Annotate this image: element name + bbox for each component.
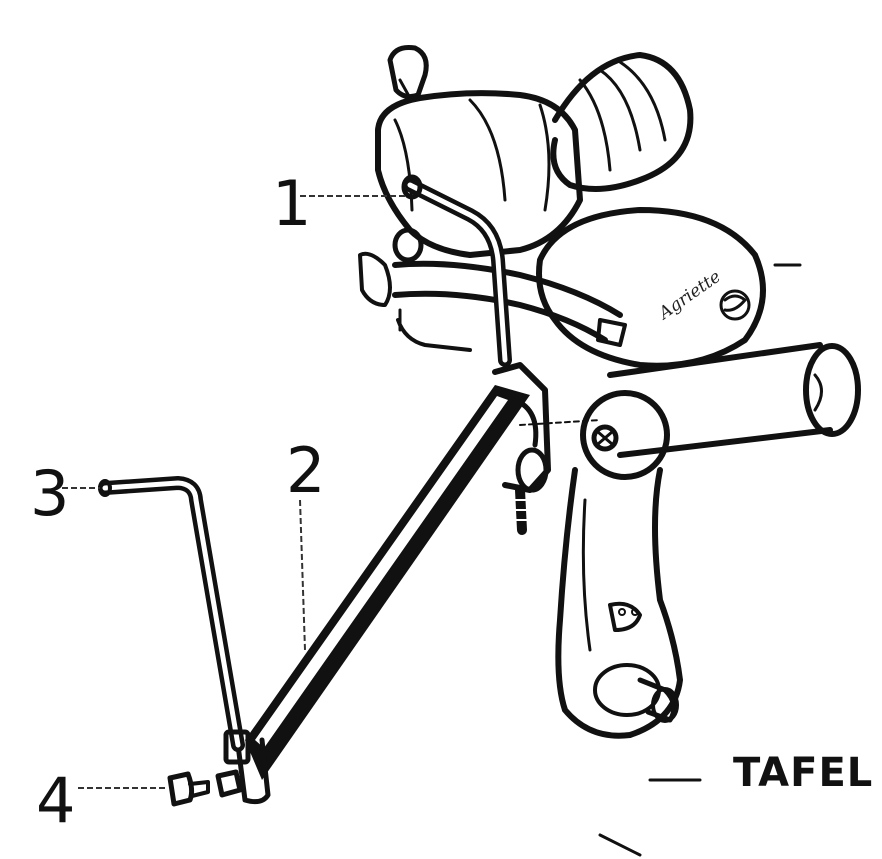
part-2-lever-arm xyxy=(235,362,601,805)
part-1-bent-rod xyxy=(401,174,512,367)
callout-4: 4 xyxy=(36,764,75,837)
leader-line-2 xyxy=(299,499,306,651)
brand-label: Agriette xyxy=(654,267,725,325)
part-3-crank-handle xyxy=(98,476,251,765)
plate-label: TAFEL 3 xyxy=(733,750,882,796)
machine-body: Agriette xyxy=(358,45,861,857)
brand-emblem-icon xyxy=(719,289,751,321)
callout-2: 2 xyxy=(286,434,325,507)
callout-3: 3 xyxy=(30,457,69,530)
callout-1: 1 xyxy=(272,167,311,240)
leader-lines xyxy=(62,195,408,789)
part-4-screw xyxy=(167,769,243,807)
